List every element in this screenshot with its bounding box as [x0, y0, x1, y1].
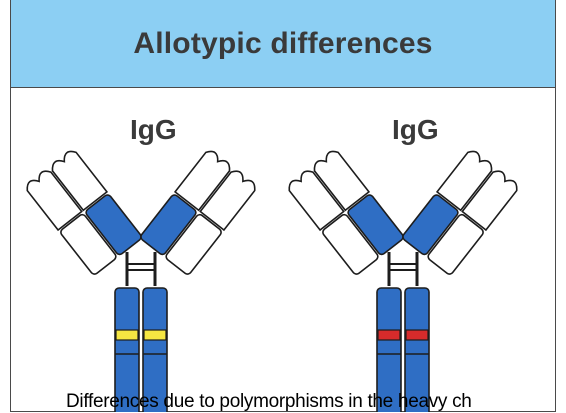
fc-heavy-chain — [142, 287, 168, 412]
antibody-left-diagram — [26, 150, 256, 412]
fc-heavy-chain — [114, 287, 140, 412]
antibody-label-left: IgG — [130, 114, 177, 145]
caption: Differences due to polymorphisms in the … — [66, 391, 472, 412]
right-arm — [140, 150, 256, 275]
heavy-vh-domain — [173, 150, 231, 212]
right-arm — [402, 150, 518, 275]
light-cl-domain — [322, 213, 379, 275]
heavy-ch1-domain — [85, 194, 142, 256]
heavy-vh-domain — [51, 150, 109, 212]
fc-heavy-chain — [404, 287, 430, 412]
light-cl-domain — [165, 213, 222, 275]
heavy-vh-domain — [313, 150, 371, 212]
allotype-marker — [377, 329, 401, 341]
allotype-marker — [405, 329, 429, 341]
allotype-marker — [143, 329, 167, 341]
allotype-marker — [115, 329, 139, 341]
light-vl-domain — [461, 170, 518, 232]
antibody-label-right: IgG — [392, 114, 439, 145]
light-vl-domain — [26, 170, 83, 232]
heavy-ch1-domain — [140, 194, 197, 256]
light-cl-domain — [60, 213, 117, 275]
heavy-vh-domain — [435, 150, 493, 212]
heavy-ch1-domain — [402, 194, 459, 256]
light-vl-domain — [199, 170, 256, 232]
header-title: Allotypic differences — [133, 26, 433, 60]
light-vl-domain — [288, 170, 345, 232]
antibody-right-diagram — [288, 150, 518, 412]
light-cl-domain — [427, 213, 484, 275]
fc-heavy-chain — [376, 287, 402, 412]
heavy-ch1-domain — [347, 194, 404, 256]
left-arm — [26, 150, 142, 275]
header: Allotypic differences — [10, 0, 556, 88]
left-arm — [288, 150, 404, 275]
